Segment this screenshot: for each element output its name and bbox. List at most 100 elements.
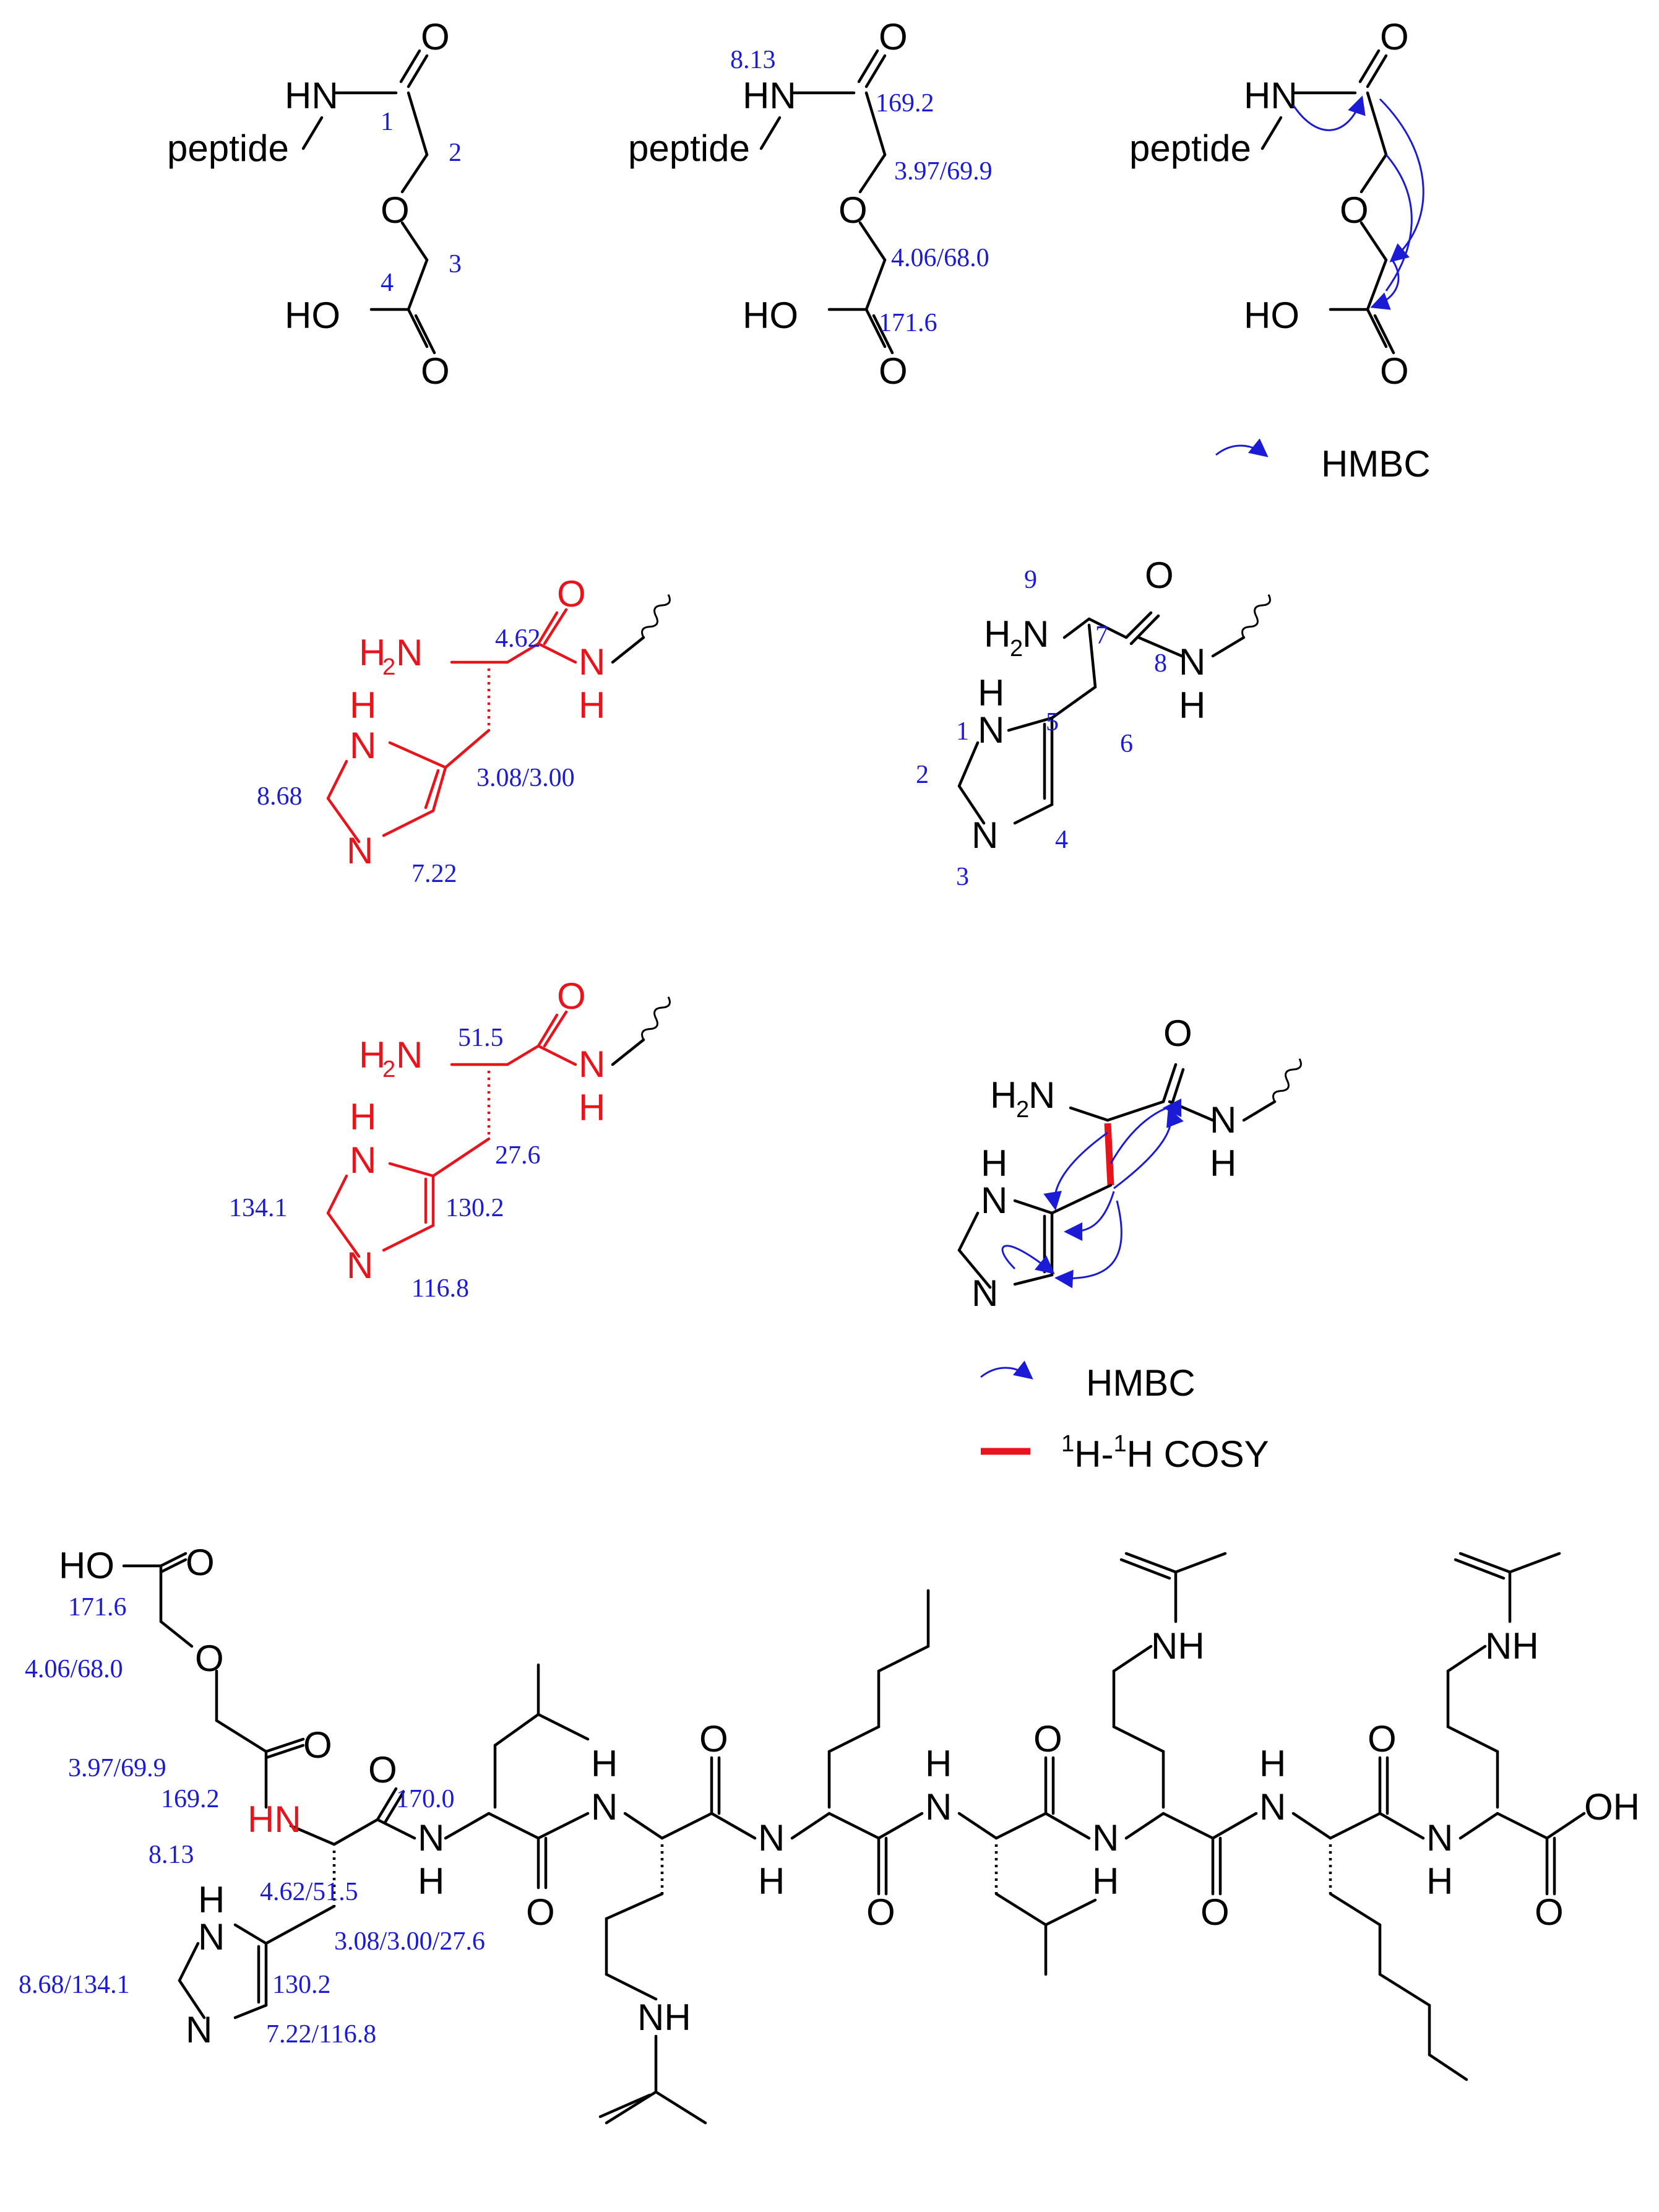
svg-text:N: N: [591, 1786, 618, 1828]
svg-text:8: 8: [1154, 649, 1167, 678]
his-beta-h-shift: 3.08/3.00: [476, 764, 575, 792]
cosy-bond: [1104, 1123, 1114, 1186]
svg-text:HO: HO: [59, 1545, 114, 1586]
svg-text:O: O: [866, 1891, 895, 1933]
svg-text:H: H: [591, 1743, 618, 1784]
his-alpha-h-shift: 4.62: [495, 624, 541, 653]
ether-o-label: O: [838, 189, 868, 231]
svg-text:NH: NH: [1151, 1625, 1205, 1667]
carbonyl-o-label: O: [421, 16, 450, 58]
hmbc-arrow: [1370, 259, 1400, 310]
position-3-label: 3: [449, 250, 462, 279]
svg-text:O: O: [1368, 1718, 1397, 1760]
hmbc-arrow: [1292, 95, 1366, 131]
svg-text:N: N: [1092, 1817, 1119, 1859]
svg-text:H: H: [1426, 1860, 1453, 1902]
hmbc-arrow: [1054, 1200, 1123, 1289]
hmbc-legend-label: HMBC: [1086, 1362, 1196, 1404]
carbonyl-o: O: [1163, 1013, 1192, 1054]
his-carbonyl-o: O: [557, 975, 586, 1017]
nh-shift-label: 8.13: [730, 46, 776, 74]
his-beta-shift: 3.08/3.00/27.6: [334, 1927, 485, 1956]
amine-h: H: [990, 1074, 1017, 1116]
hmbc-arrow: [1113, 1107, 1184, 1190]
his-amine-label: H: [359, 632, 386, 673]
hmbc-arrow: [1064, 1191, 1115, 1241]
svg-text:O: O: [699, 1718, 728, 1760]
peptide-label: peptide: [628, 127, 750, 169]
his-c5-c-shift: 130.2: [446, 1194, 504, 1222]
his-c2-c-shift: 134.1: [229, 1194, 288, 1222]
his-ring-nh-h: H: [350, 685, 376, 726]
ch2a-shift-label: 3.97/69.9: [894, 157, 993, 186]
his-amine-label: H: [359, 1034, 386, 1076]
svg-text:N: N: [1426, 1817, 1453, 1859]
svg-text:N: N: [198, 1916, 225, 1958]
svg-text:NH: NH: [637, 1997, 691, 2038]
amide-h: H: [1179, 685, 1205, 726]
ring-n1: N: [978, 709, 1004, 751]
his-c4-h-shift: 7.22: [412, 860, 457, 888]
his-carbonyl-o: O: [557, 573, 586, 615]
amide-carbonyl-shift: 169.2: [161, 1785, 220, 1813]
svg-text:1: 1: [956, 717, 969, 746]
nh-shift: 8.13: [149, 1841, 194, 1869]
svg-text:H: H: [1259, 1743, 1286, 1784]
ring-n1: N: [981, 1180, 1007, 1221]
svg-text:2: 2: [1010, 636, 1023, 662]
ch2b-shift-label: 4.06/68.0: [891, 244, 989, 272]
position-4-label: 4: [381, 269, 394, 297]
svg-text:N: N: [758, 1817, 785, 1859]
hmbc-legend-arrow: [1215, 438, 1269, 457]
svg-text:N: N: [418, 1817, 444, 1859]
position-1-label: 1: [381, 108, 394, 136]
his-amide-n: N: [579, 1043, 605, 1085]
hmbc-arrow: [1043, 1131, 1108, 1211]
svg-text:N: N: [925, 1786, 952, 1828]
ch2b-shift: 4.06/68.0: [25, 1655, 123, 1683]
full-peptide-structure: HO O O O HN O N H H N N O H N O NH N H O…: [19, 1542, 1640, 2125]
hmbc-legend-label: HMBC: [1321, 443, 1431, 485]
carbonyl-o: O: [1145, 555, 1174, 596]
acid-o-label: O: [421, 350, 450, 392]
svg-text:H: H: [758, 1860, 785, 1902]
his-c2-shift: 8.68/134.1: [19, 1971, 130, 1999]
linker-shift-structure: O HN peptide O HO O 8.13 169.2 3.97/69.9…: [628, 16, 993, 392]
carbonyl-o-label: O: [1380, 16, 1409, 58]
his-carbonyl-shift: 170.0: [396, 1785, 455, 1813]
amide-hn-label: HN: [743, 75, 796, 116]
ether-o-label: O: [381, 189, 410, 231]
svg-text:2: 2: [382, 654, 395, 680]
linker-hmbc-structure: O HN peptide O HO O: [1129, 16, 1424, 392]
his-c4-c-shift: 116.8: [412, 1274, 469, 1303]
svg-text:O: O: [1535, 1891, 1564, 1933]
his-amide-h: H: [579, 685, 605, 726]
his-c4-shift: 7.22/116.8: [266, 2020, 376, 2049]
acid-o-label: O: [1380, 350, 1409, 392]
his-amide-h: H: [579, 1087, 605, 1128]
hmbc-arrow: [1379, 98, 1424, 262]
svg-text:H: H: [198, 1879, 225, 1920]
his-nh-red: HN: [248, 1799, 301, 1840]
svg-text:N: N: [1022, 613, 1049, 655]
his-numbered-structure: O H 2 N N H H N N 1 2 3 4 5 6 7 8 9: [916, 555, 1271, 891]
amide-n: N: [1179, 641, 1205, 683]
svg-text:9: 9: [1024, 566, 1037, 594]
amide-hn-label: HN: [285, 75, 338, 116]
acid-carbonyl-shift-label: 171.6: [879, 309, 937, 337]
ring-h: H: [978, 672, 1004, 714]
svg-text:4: 4: [1055, 826, 1068, 854]
position-2-label: 2: [449, 139, 462, 167]
his-c2-h-shift: 8.68: [257, 782, 303, 811]
hmbc-legend-arrow: [980, 1360, 1033, 1380]
carbonyl-o-label: O: [879, 16, 908, 58]
svg-text:6: 6: [1120, 730, 1133, 758]
his-carbon-shift-structure: O H 2 N N H H N N 51.5 27.6 134.1 130.2 …: [229, 975, 671, 1303]
svg-text:2: 2: [382, 1056, 395, 1082]
correlation-legend: HMBC 1H-1H COSY: [980, 1360, 1269, 1475]
svg-text:5: 5: [1046, 708, 1059, 737]
his-ring-nh-n: N: [350, 725, 376, 766]
svg-text:O: O: [195, 1638, 224, 1679]
his-ring-nh-h: H: [350, 1096, 376, 1138]
amide-h: H: [1210, 1143, 1236, 1184]
